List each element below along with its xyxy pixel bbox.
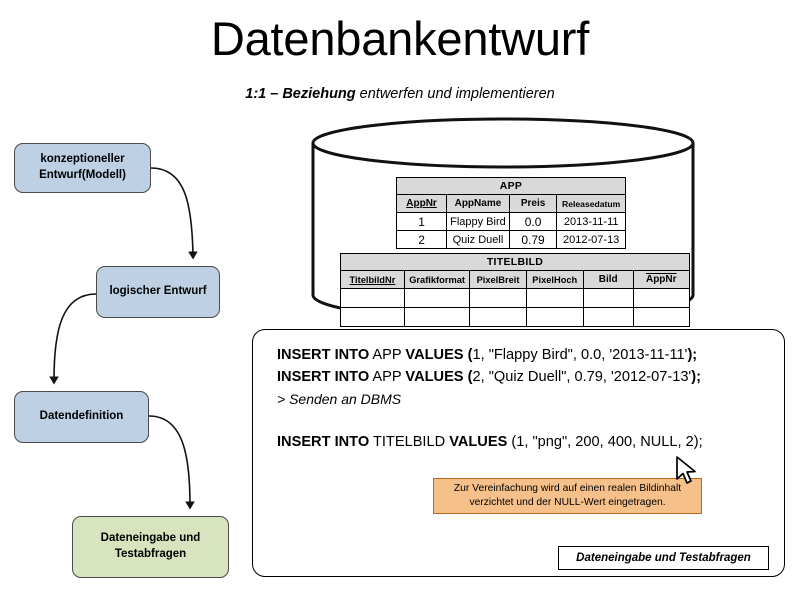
cell-appnr: 2 [395,230,448,249]
sql-note-line: > Senden an DBMS [277,388,777,410]
cell-pixelbreit [469,307,527,327]
cell-appnr [632,307,691,327]
column-header-preis: Preis [508,194,558,213]
cell-pixelbreit [469,288,527,308]
sql-statement-titelbild: INSERT INTO TITELBILD VALUES (1, "png", … [277,431,777,453]
cell-preis: 0.0 [508,212,558,231]
sql-keyword-insert-into: INSERT INTO [277,369,370,385]
column-header-appname: AppName [446,194,510,213]
cell-titelbildnr [340,307,405,327]
sql-keyword-insert-into: INSERT INTO [277,347,370,363]
cell-grafikformat [403,307,471,327]
cell-grafikformat [403,288,471,308]
sql-paren-open: ( [463,369,473,385]
sql-args: (1, "png", 200, 400, NULL, 2); [507,434,703,450]
cell-releasedatum: 2012-07-13 [556,230,626,249]
table-row [340,288,691,308]
sql-paren-open: ( [463,347,473,363]
column-header-pixelbreit: PixelBreit [469,270,527,289]
sql-statement-app-1: INSERT INTO APP VALUES (1, "Flappy Bird"… [277,344,777,366]
page-subtitle-rest: entwerfen und implementieren [355,86,555,102]
table-titelbild: TITELBILD TitelbildNr Grafikformat Pixel… [340,253,691,327]
table-row [340,307,691,327]
flow-step-konzeptioneller-entwurf[interactable]: konzeptioneller Entwurf(Modell) [14,143,151,193]
column-header-appnr: AppNr [406,198,437,209]
flow-step-label: Dateneingabe und Testabfragen [100,532,201,560]
cell-appname: Quiz Duell [446,230,510,249]
column-header-grafikformat: Grafikformat [403,270,471,289]
mouse-pointer-arrow-icon [676,456,696,484]
cell-pixelhoch [525,307,584,327]
callout-text: Zur Vereinfachung wird auf einen realen … [453,483,682,508]
sql-statement-app-2: INSERT INTO APP VALUES (2, "Quiz Duell",… [277,366,777,388]
column-header-titelbildnr: TitelbildNr [349,274,396,285]
cell-bild [582,307,634,327]
sql-keyword-insert-into: INSERT INTO [277,434,370,450]
cell-appnr: 1 [395,212,448,231]
table-row: 2 Quiz Duell 0.79 2012-07-13 [395,230,626,249]
flow-step-label: logischer Entwurf [109,285,207,298]
cell-appnr [632,288,691,308]
sql-args: 2, "Quiz Duell", 0.79, '2012-07-13' [472,369,692,385]
column-header-releasedatum: Releasedatum [556,194,626,213]
cell-pixelhoch [525,288,584,308]
sql-paren-close: ); [687,347,698,363]
callout-note: Zur Vereinfachung wird auf einen realen … [433,478,702,514]
footer-stage-label-text: Dateneingabe und Testabfragen [576,552,751,564]
sql-table-name: APP [369,369,406,385]
table-row: 1 Flappy Bird 0.0 2013-11-11 [395,212,626,231]
sql-table-name: APP [369,347,406,363]
page-subtitle: 1:1 – Beziehung entwerfen und implementi… [0,86,800,102]
column-header-appnr-foreign: AppNr [645,274,677,285]
column-header-pixelhoch: PixelHoch [525,270,584,289]
table-name: APP [396,177,626,195]
sql-statement-list: INSERT INTO APP VALUES (1, "Flappy Bird"… [277,344,777,453]
flow-step-datendefinition[interactable]: Datendefinition [14,391,149,443]
sql-statements-panel: INSERT INTO APP VALUES (1, "Flappy Bird"… [252,329,785,577]
table-name: TITELBILD [340,253,690,271]
sql-args: 1, "Flappy Bird", 0.0, '2013-11-11' [472,347,688,363]
flow-step-logischer-entwurf[interactable]: logischer Entwurf [96,266,220,318]
table-title-row: APP [396,177,626,195]
footer-stage-label: Dateneingabe und Testabfragen [558,546,769,570]
table-header-row: TitelbildNr Grafikformat PixelBreit Pixe… [340,270,691,289]
cell-bild [582,288,634,308]
flow-step-dateneingabe-und-testabfragen[interactable]: Dateneingabe und Testabfragen [72,516,229,578]
table-app: APP AppNr AppName Preis Releasedatum 1 F… [395,177,626,249]
cell-preis: 0.79 [508,230,558,249]
cell-appname: Flappy Bird [446,212,510,231]
flow-step-label: Datendefinition [39,410,124,423]
cell-titelbildnr [340,288,405,308]
sql-table-name: TITELBILD [369,434,450,450]
sql-keyword-values: VALUES [405,347,464,363]
page-title: Datenbankentwurf [210,12,590,65]
sql-note-text: > Senden an DBMS [277,391,402,407]
table-title-row: TITELBILD [340,253,690,271]
sql-paren-close: ); [691,369,701,385]
flow-step-label: konzeptioneller Entwurf(Modell) [39,153,126,181]
cell-releasedatum: 2013-11-11 [556,212,626,231]
column-header-bild: Bild [582,270,634,289]
sql-keyword-values: VALUES [405,369,464,385]
sql-keyword-values: VALUES [449,434,508,450]
table-header-row: AppNr AppName Preis Releasedatum [395,194,626,213]
page-subtitle-lead: 1:1 – Beziehung [245,86,356,102]
